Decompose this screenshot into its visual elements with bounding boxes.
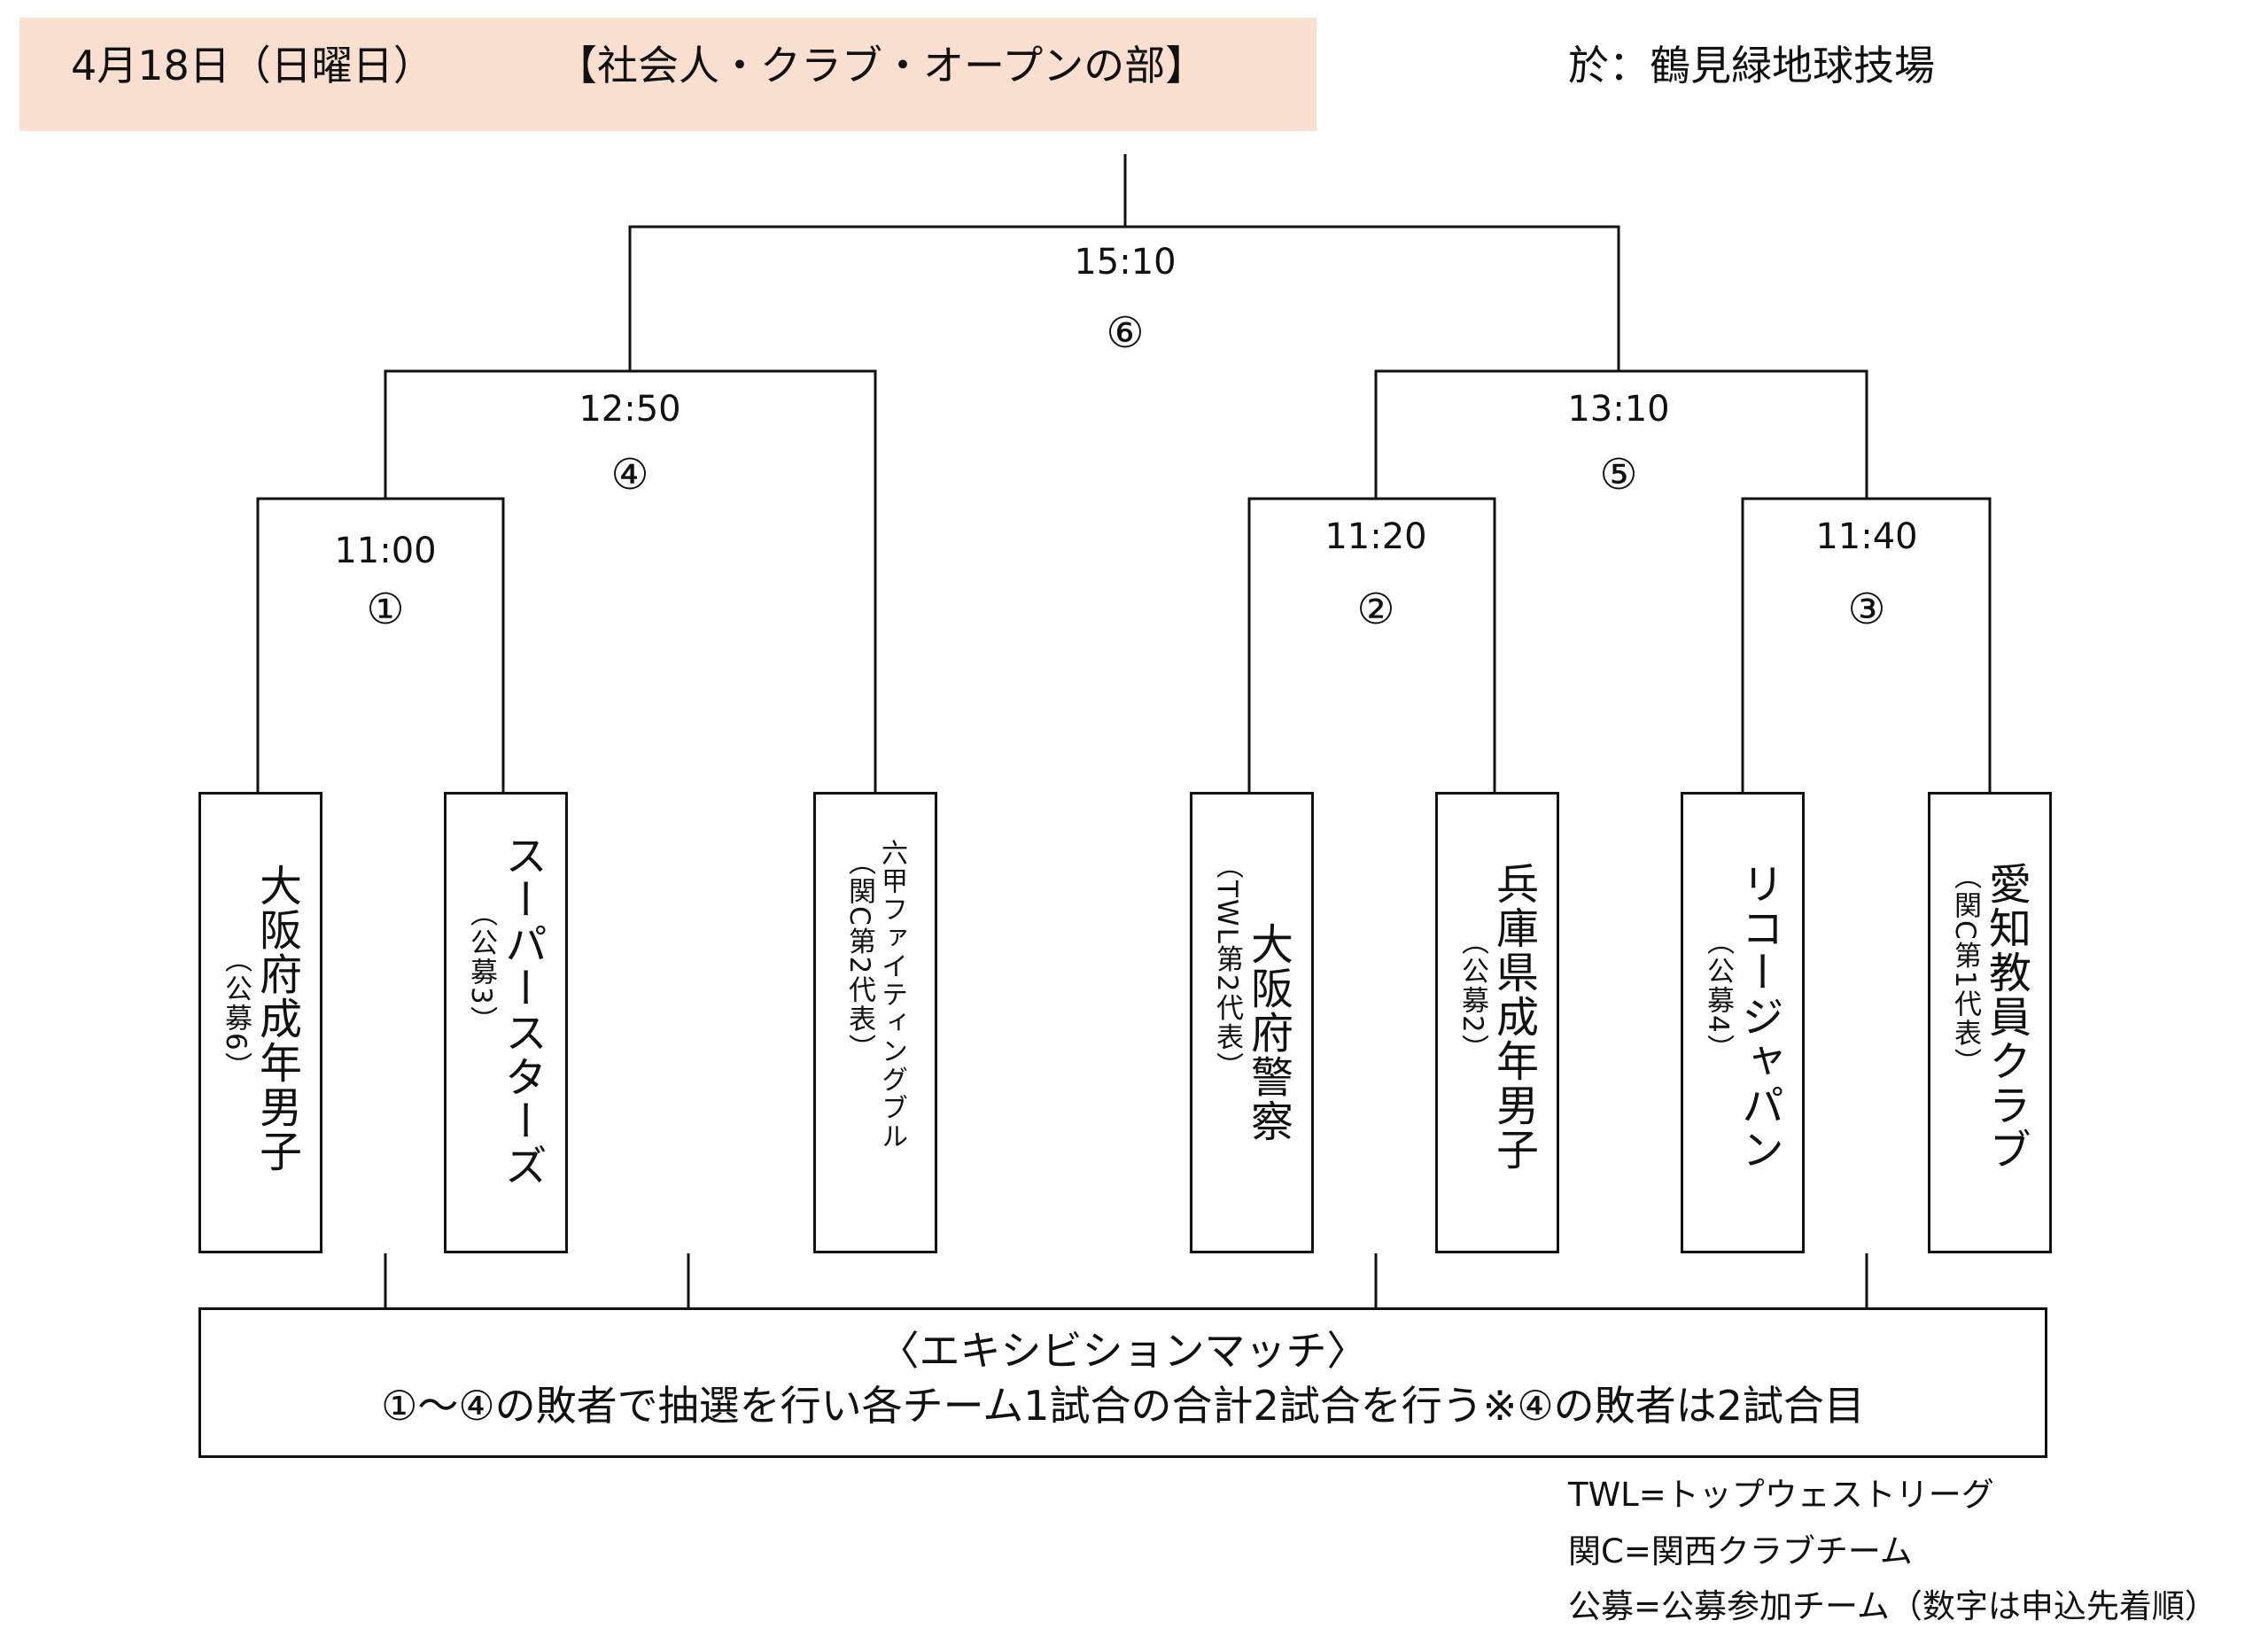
- team-box-osaka-adult-men: 大阪府成年男子 （公募6）: [198, 792, 322, 1253]
- team-qualification: （関C第2代表）: [843, 848, 875, 1064]
- team-box-rokko-fighting-bull: 六甲ファイティングブル （関C第2代表）: [813, 792, 937, 1253]
- match-4-number: ④: [610, 450, 649, 500]
- team-qualification: （公募4）: [1702, 927, 1734, 1064]
- note-twl: TWL=トップウェストリーグ: [1568, 1476, 1994, 1514]
- division-title: 【社会人・クラブ・オープンの部】: [556, 42, 1207, 89]
- note-kansai-club: 関C=関西クラブチーム: [1568, 1532, 1913, 1570]
- team-name: 大阪府成年男子: [252, 864, 301, 1174]
- team-qualification: （関C第1代表）: [1949, 862, 1981, 1078]
- team-name: リコージャパン: [1734, 862, 1783, 1172]
- team-name: 六甲ファイティングブル: [876, 839, 907, 1151]
- team-qualification: （公募6）: [220, 945, 252, 1082]
- match-1-time: 11:00: [334, 531, 437, 571]
- match-2-number: ②: [1356, 585, 1395, 634]
- header-band: [19, 18, 1317, 131]
- match-3-number: ③: [1847, 585, 1886, 634]
- team-name: 兵庫県成年男子: [1488, 862, 1538, 1172]
- match-6-time: 15:10: [1074, 242, 1177, 283]
- team-name: 愛知教員クラブ: [1981, 862, 2031, 1172]
- venue: 於：鶴見緑地球技場: [1568, 42, 1935, 89]
- match-5-time: 13:10: [1567, 389, 1670, 430]
- team-qualification: （公募2）: [1456, 927, 1488, 1064]
- exhibition-title: 〈エキシビションマッチ〉: [878, 1327, 1368, 1375]
- exhibition-match-box: 〈エキシビションマッチ〉 ①～④の敗者で抽選を行い各チーム1試合の合計2試合を行…: [198, 1307, 2047, 1458]
- match-5-number: ⑤: [1599, 450, 1638, 500]
- team-box-hyogo-adult-men: 兵庫県成年男子 （公募2）: [1435, 792, 1559, 1253]
- team-box-super-stars: スーパースターズ （公募3）: [444, 792, 568, 1253]
- team-name: 大阪府警察: [1243, 922, 1293, 1144]
- exhibition-description: ①～④の敗者で抽選を行い各チーム1試合の合計2試合を行う※④の敗者は2試合目: [381, 1382, 1865, 1430]
- match-6-number: ⑥: [1106, 308, 1145, 358]
- event-date: 4月18日（日曜日）: [71, 42, 434, 89]
- match-2-time: 11:20: [1324, 516, 1427, 557]
- team-qualification: （公募3）: [465, 899, 497, 1035]
- match-4-time: 12:50: [579, 389, 681, 430]
- match-1-number: ①: [366, 585, 405, 634]
- team-box-aichi-teachers-club: 愛知教員クラブ （関C第1代表）: [1928, 792, 2052, 1253]
- match-3-time: 11:40: [1815, 516, 1918, 557]
- team-qualification: （TWL第2代表）: [1211, 851, 1243, 1082]
- team-box-osaka-police: 大阪府警察 （TWL第2代表）: [1190, 792, 1314, 1253]
- note-open-entry: 公募=公募参加チーム（数字は申込先着順）: [1568, 1587, 2218, 1625]
- team-box-ricoh-japan: リコージャパン （公募4）: [1681, 792, 1805, 1253]
- team-name: スーパースターズ: [497, 834, 547, 1188]
